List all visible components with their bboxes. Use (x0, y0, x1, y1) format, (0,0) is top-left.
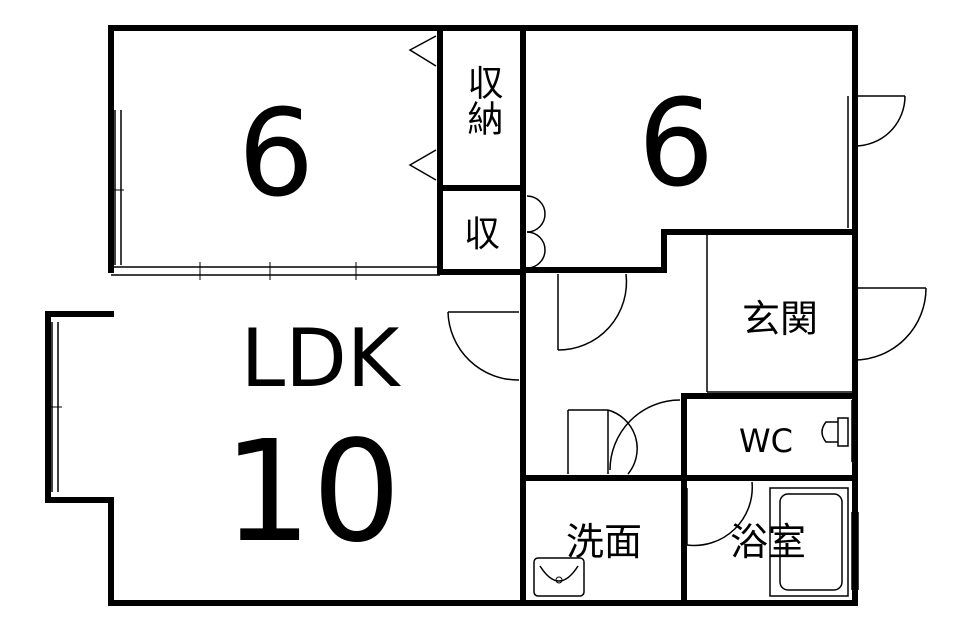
thin-partitions (45, 96, 859, 590)
entrance-label: 玄関 (742, 297, 818, 341)
ldk-label: LDK (241, 312, 402, 405)
wc-label: WC (739, 422, 793, 460)
sink-icon (533, 557, 585, 597)
interior-walls (437, 25, 858, 606)
closet-folding-doors (408, 35, 546, 269)
closet-small-label: 収 (464, 214, 500, 255)
toilet-icon (821, 417, 849, 447)
ldk-size: 10 (223, 411, 401, 574)
washroom-label: 洗面 (566, 520, 642, 564)
bathtub-icon (769, 487, 849, 597)
room-labels: 6 収納 収 6 LDK 10 玄関 WC 洗面 浴室 (223, 64, 818, 574)
closet-large-label: 収納 (462, 64, 503, 136)
bedroom-left-size: 6 (238, 85, 314, 224)
door-swings (447, 95, 927, 547)
bathroom-label: 浴室 (730, 520, 806, 564)
fixtures (533, 417, 849, 597)
bedroom-right-size: 6 (638, 75, 714, 214)
outer-walls (45, 25, 858, 606)
